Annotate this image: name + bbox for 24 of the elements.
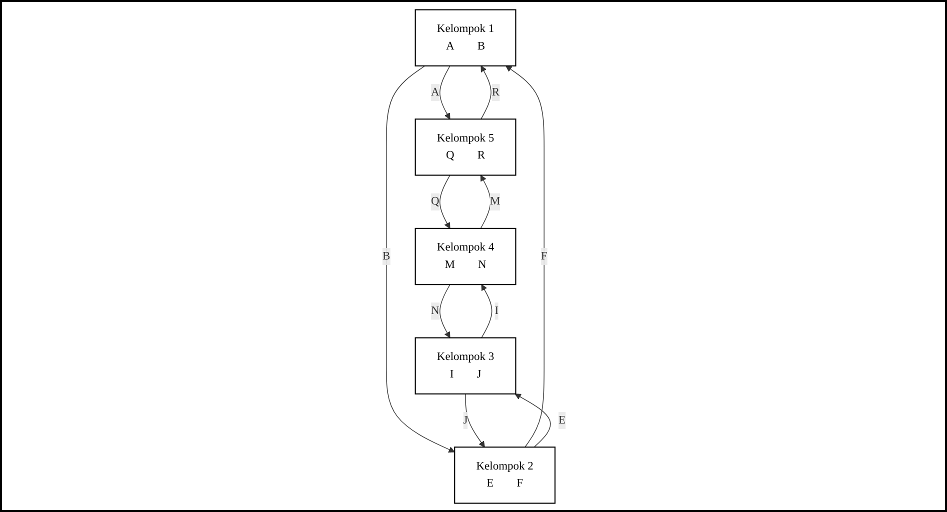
arrow <box>505 65 544 447</box>
arrow <box>439 284 450 338</box>
node-box: Kelompok 2 E F <box>454 446 556 504</box>
edge-label: N <box>430 304 439 316</box>
node-box: Kelompok 3 I J <box>414 336 516 394</box>
edge-label: B <box>382 250 390 262</box>
edge-label: A <box>430 86 439 98</box>
edge-label: Q <box>430 194 439 208</box>
arrow <box>480 65 491 119</box>
edge-label: I <box>494 304 498 316</box>
edge-label: M <box>489 194 500 208</box>
arrow <box>385 65 454 452</box>
arrow <box>514 393 550 447</box>
node-box: Kelompok 1 A B <box>414 8 516 66</box>
edge-label: R <box>491 86 500 98</box>
node-box: Kelompok 5 Q R <box>414 118 516 176</box>
arrow <box>439 174 450 228</box>
edge-label: J <box>462 414 468 426</box>
arrow <box>464 393 484 447</box>
arrow <box>439 65 450 119</box>
node-box: Kelompok 4 M N <box>414 227 516 285</box>
edge-label: F <box>540 250 547 262</box>
edge-label: E <box>558 414 566 426</box>
arrow <box>480 284 492 338</box>
